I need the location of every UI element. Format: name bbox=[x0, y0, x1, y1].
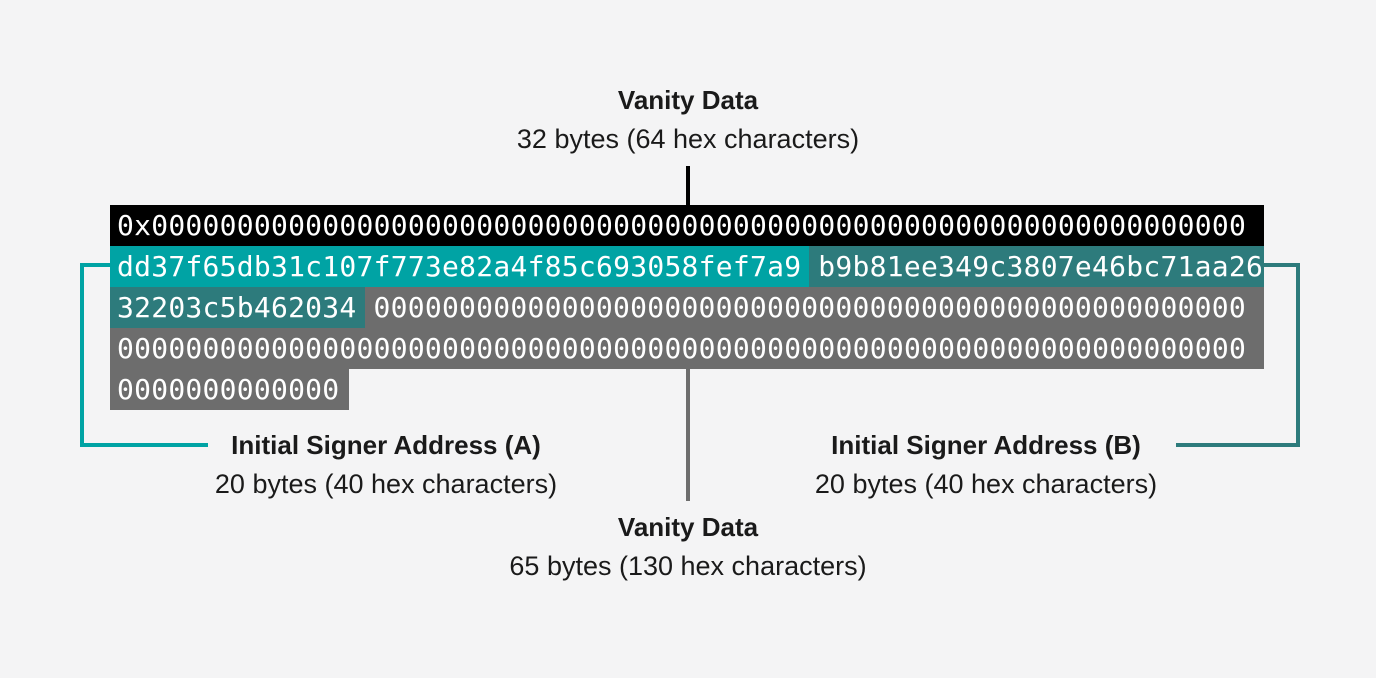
hex-segment-gray: 0000000000000000000000000000000000000000… bbox=[110, 328, 1264, 369]
hex-segment-teal_dark: 32203c5b462034 bbox=[110, 287, 365, 328]
bracket-a-top-segment bbox=[80, 263, 110, 267]
initial-signer-a-label: Initial Signer Address (A) 20 bytes (40 … bbox=[176, 429, 596, 501]
vanity-data-top-title: Vanity Data bbox=[617, 85, 759, 115]
bracket-b-top-segment bbox=[1264, 263, 1300, 267]
hex-segment-gray: 0000000000000 bbox=[110, 369, 350, 410]
vanity-data-bottom-subtitle: 65 bytes (130 hex characters) bbox=[509, 551, 867, 581]
bracket-a-vertical-segment bbox=[80, 263, 84, 447]
initial-signer-a-title: Initial Signer Address (A) bbox=[231, 430, 541, 460]
vanity-data-top-subtitle: 32 bytes (64 hex characters) bbox=[516, 124, 860, 154]
bracket-a-bottom-segment bbox=[80, 443, 208, 447]
hex-row-signer-a-and-signer-b-start: dd37f65db31c107f773e82a4f85c693058fef7a9… bbox=[110, 246, 1264, 287]
vanity-data-bottom-label: Vanity Data 65 bytes (130 hex characters… bbox=[478, 511, 898, 583]
hex-row-zeros-full-row: 0000000000000000000000000000000000000000… bbox=[110, 328, 1264, 369]
bracket-b-vertical-segment bbox=[1296, 263, 1300, 447]
hex-row-zeros-tail: 0000000000000 bbox=[110, 369, 1264, 410]
hex-segment-teal_dark: b9b81ee349c3807e46bc71aa26 bbox=[809, 246, 1264, 287]
initial-signer-b-label: Initial Signer Address (B) 20 bytes (40 … bbox=[776, 429, 1196, 501]
hex-data-block: 0x00000000000000000000000000000000000000… bbox=[110, 205, 1264, 410]
top-connector-line bbox=[686, 166, 690, 205]
initial-signer-b-subtitle: 20 bytes (40 hex characters) bbox=[814, 469, 1158, 499]
initial-signer-b-title: Initial Signer Address (B) bbox=[831, 430, 1141, 460]
hex-segment-teal_bright: dd37f65db31c107f773e82a4f85c693058fef7a9 bbox=[110, 246, 810, 287]
vanity-data-top-label: Vanity Data 32 bytes (64 hex characters) bbox=[478, 84, 898, 156]
hex-segment-black: 0x00000000000000000000000000000000000000… bbox=[110, 205, 1264, 246]
vanity-data-bottom-title: Vanity Data bbox=[617, 512, 759, 542]
initial-signer-a-subtitle: 20 bytes (40 hex characters) bbox=[214, 469, 558, 499]
bottom-connector-line bbox=[686, 369, 690, 501]
hex-segment-gray: 0000000000000000000000000000000000000000… bbox=[364, 287, 1264, 328]
bracket-b-bottom-segment bbox=[1176, 443, 1300, 447]
hex-row-prefix-and-vanity-32: 0x00000000000000000000000000000000000000… bbox=[110, 205, 1264, 246]
